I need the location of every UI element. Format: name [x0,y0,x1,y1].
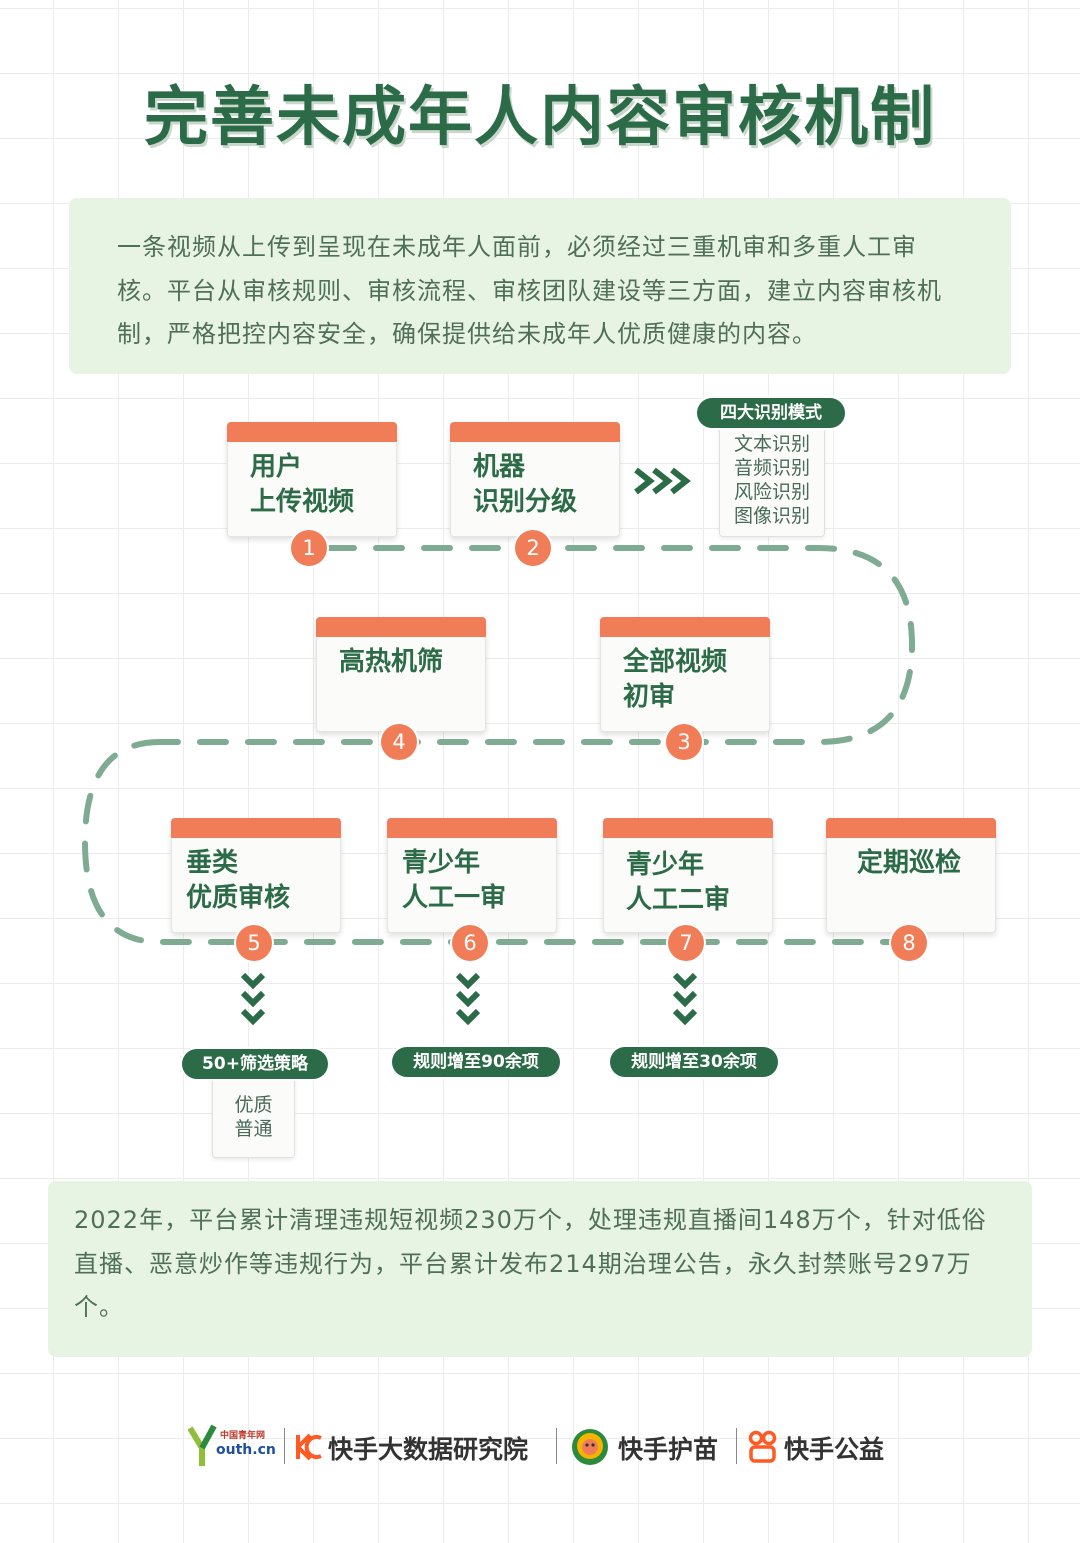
recognition-item: 风险识别 [733,481,810,503]
step-label: 用户 上传视频 [250,452,355,517]
humiao-sunflower-icon [572,1429,608,1465]
step-label: 全部视频 初审 [623,647,728,712]
step-label: 机器 识别分级 [473,452,578,517]
step-label: 高热机筛 [339,647,444,677]
step-card-youth-review-2: 青少年 人工二审 [603,818,773,933]
step-card-vertical-quality: 垂类 优质审核 [171,818,341,933]
recognition-item: 文本识别 [733,433,810,455]
page-title: 完善未成年人内容审核机制 [144,81,936,155]
step-number-badge: 8 [891,925,927,961]
step-label: 青少年 人工一审 [402,848,507,913]
step-number-badge: 3 [666,724,702,760]
step-card-upload: 用户 上传视频 [227,422,397,537]
footer-logos: 中国青年网 outh.cn 快手大数据研究院 快手护苗 快手公益 [188,1422,908,1472]
footer-divider [284,1428,285,1464]
step-number-badge: 7 [668,925,704,961]
recognition-modes-pill: 四大识别模式 [697,398,845,428]
step-number-badge: 2 [515,530,551,566]
chevron-down-icon [672,972,698,1026]
chevron-down-icon [240,972,266,1026]
footer-divider [556,1428,557,1464]
intro-panel: 一条视频从上传到呈现在未成年人面前，必须经过三重机审和多重人工审核。平台从审核规… [69,198,1011,374]
step-card-youth-review-1: 青少年 人工一审 [387,818,557,933]
rules-90-pill: 规则增至90余项 [392,1047,560,1077]
step-label: 垂类 优质审核 [186,848,291,913]
youth-logo: 中国青年网 outh.cn [188,1422,276,1470]
kuaishou-k-icon [296,1433,322,1461]
step-card-initial-review: 全部视频 初审 [600,617,770,732]
youth-logo-small: 中国青年网 [220,1431,266,1441]
step-number-badge: 1 [291,530,327,566]
step-number-badge: 5 [236,925,272,961]
kuaishou-research-label: 快手大数据研究院 [328,1435,529,1464]
chevron-right-icon [634,467,691,495]
recognition-item: 图像识别 [733,505,810,527]
step-number-badge: 4 [381,724,417,760]
flow-path-row2-row3 [81,739,913,945]
step-number-badge: 6 [452,925,488,961]
step-card-hot-screening: 高热机筛 [316,617,486,732]
step-label: 青少年 人工二审 [626,850,731,915]
filter-strategy-item: 优质 [234,1094,273,1116]
youth-logo-text: outh.cn [216,1442,276,1458]
youth-y-icon [188,1424,217,1466]
recognition-item: 音频识别 [733,457,810,479]
filter-strategy-box: 优质 普通 [212,1070,295,1158]
flow-path-row1-row2 [157,545,916,745]
summary-panel: 2022年，平台累计清理违规短视频230万个，处理违规直播间148万个，针对低俗… [48,1181,1032,1357]
recognition-modes-box: 文本识别 音频识别 风险识别 图像识别 [719,415,825,537]
kuaishou-gongyi-label: 快手公益 [784,1435,885,1464]
step-card-periodic-inspection: 定期巡检 [826,818,996,933]
chevron-down-icon [455,972,481,1026]
filter-strategy-item: 普通 [234,1118,273,1140]
rules-30-pill: 规则增至30余项 [610,1047,778,1077]
kuaishou-gongyi-icon [748,1430,777,1463]
filter-strategy-pill: 50+筛选策略 [182,1049,328,1079]
step-label: 定期巡检 [857,848,962,878]
footer-divider [736,1428,737,1464]
step-card-machine-grading: 机器 识别分级 [450,422,620,537]
kuaishou-humiao-label: 快手护苗 [618,1435,719,1464]
